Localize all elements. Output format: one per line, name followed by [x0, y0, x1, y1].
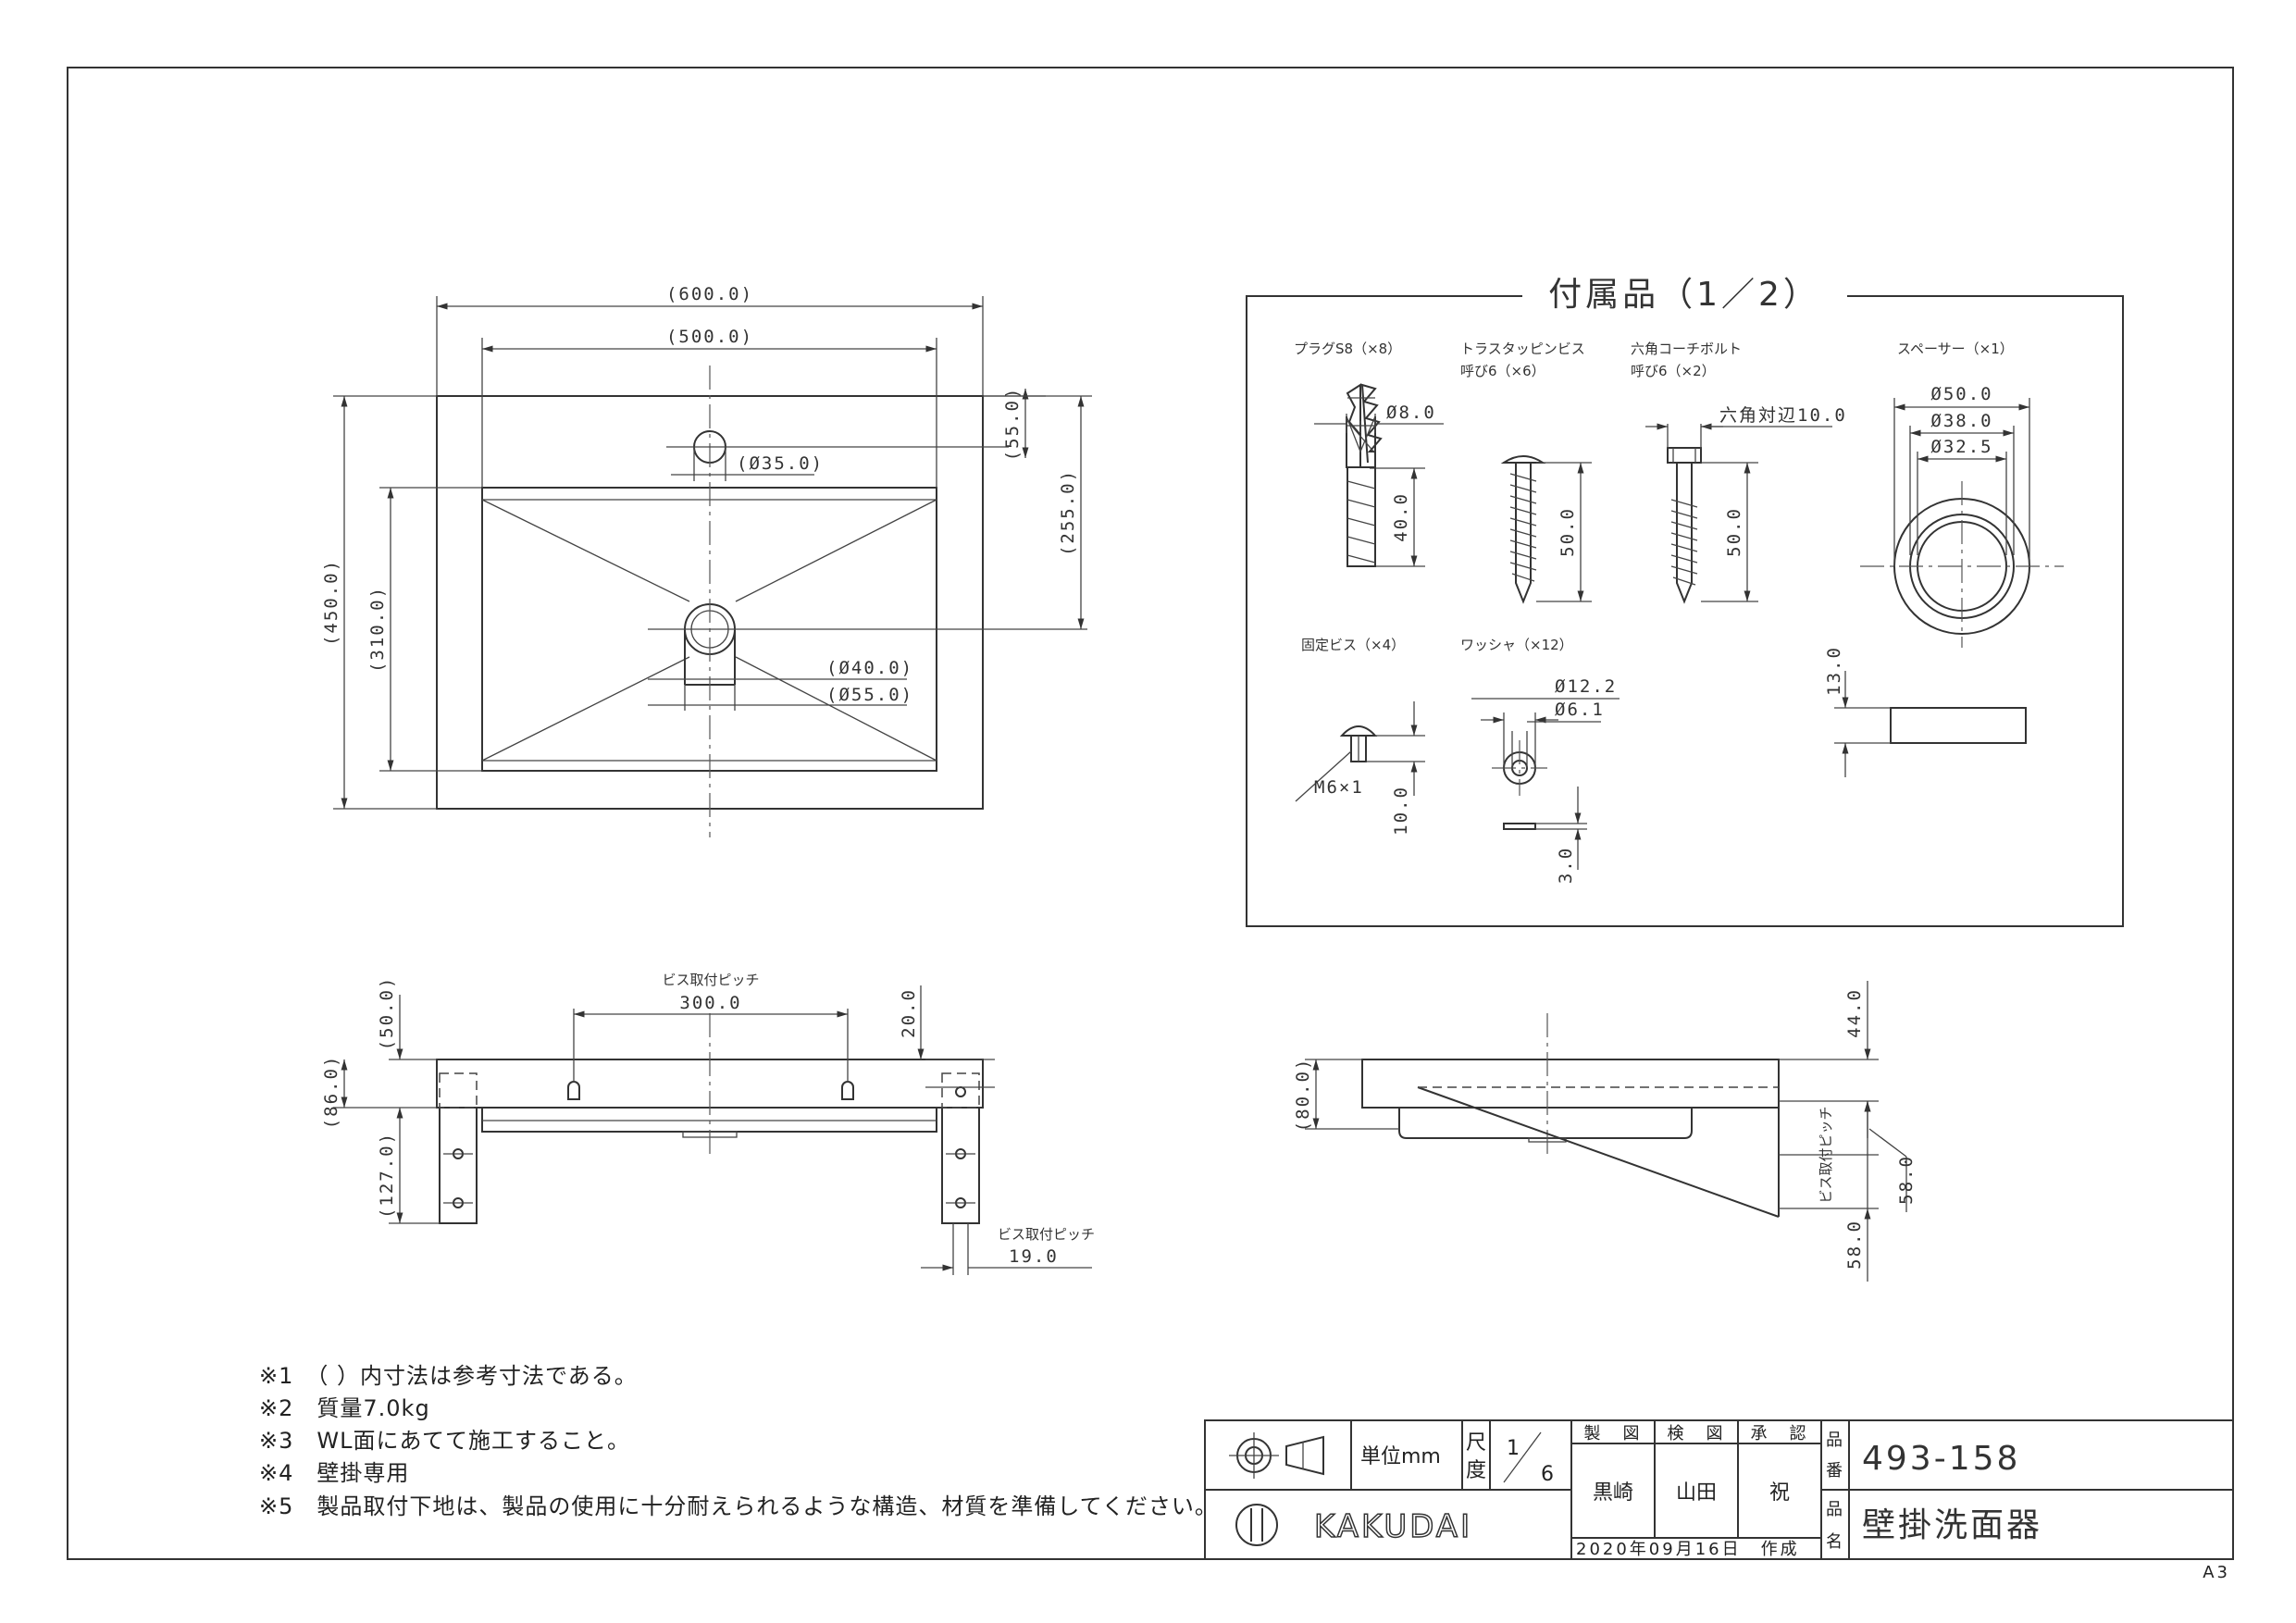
part-no-label-1: 品	[1826, 1431, 1845, 1450]
coach-bolt-head	[1667, 447, 1702, 464]
dim-width-600: (600.0)	[666, 284, 753, 304]
part-number: 493-158	[1862, 1440, 2020, 1478]
scale-label-1: 尺	[1466, 1431, 1486, 1455]
front-dim-127: (127.0)	[377, 1132, 397, 1219]
made-label: 製 図	[1584, 1424, 1643, 1443]
sheet-size: A3	[2203, 1563, 2230, 1582]
scale-den: 6	[1541, 1463, 1554, 1486]
front-dim-50: (50.0)	[377, 976, 397, 1051]
dim-faucet-offset: (55.0)	[1002, 387, 1023, 462]
spacer-side	[1890, 707, 2027, 744]
dim-height-310: (310.0)	[367, 586, 388, 673]
part-name-label-2: 名	[1826, 1532, 1845, 1552]
truss-screw-label-2: 呼び6（×6）	[1460, 363, 1545, 379]
note-1: ※1 （ ）内寸法は参考寸法である。	[259, 1363, 638, 1389]
fix-screw-drawing	[1339, 725, 1378, 737]
plug-dia-dim: Ø8.0	[1386, 403, 1436, 423]
bracket-left	[439, 1107, 478, 1224]
side-dim-44: 44.0	[1844, 988, 1865, 1038]
dim-drain-offset: (255.0)	[1058, 469, 1078, 556]
front-dim-20: 20.0	[899, 988, 919, 1038]
dim-drain-dia-40: (Ø40.0)	[826, 658, 913, 678]
company-name: KAKUDAI	[1314, 1508, 1472, 1545]
scale-label-2: 度	[1466, 1459, 1486, 1482]
truss-screw-label-1: トラスタッピンビス	[1460, 341, 1585, 357]
bracket-right	[941, 1107, 980, 1224]
note-3: ※3 WL面にあてて施工すること。	[259, 1428, 630, 1454]
accessories-title: 付属品（1／2）	[1548, 276, 1820, 314]
side-bracket-line	[1417, 1086, 1780, 1218]
part-name-label-1: 品	[1826, 1500, 1845, 1519]
part-name: 壁掛洗面器	[1862, 1506, 2042, 1544]
front-pitch-dim: 300.0	[679, 993, 741, 1013]
washer-dia-6: Ø6.1	[1555, 700, 1605, 720]
dim-width-500: (500.0)	[666, 327, 753, 347]
fix-screw-len-dim: 10.0	[1391, 786, 1411, 836]
dim-faucet-hole-dia: (Ø35.0)	[737, 453, 824, 474]
front-pitch2-dim: 19.0	[1009, 1246, 1059, 1267]
part-no-label-2: 番	[1826, 1461, 1845, 1481]
washer-thick-dim: 3.0	[1556, 847, 1576, 884]
coach-bolt-len-dim: 50.0	[1724, 507, 1744, 557]
side-dim-58b: 58.0	[1844, 1220, 1865, 1270]
washer-dia-12: Ø12.2	[1555, 676, 1617, 697]
washer-label: ワッシャ（×12）	[1460, 637, 1573, 653]
coach-bolt-label-1: 六角コーチボルト	[1631, 341, 1742, 357]
title-block: 単位mm 尺 度 1 6 製 図 検 図 承 認 黒崎 山田 祝 2020年09…	[1204, 1419, 2234, 1582]
note-5: ※5 製品取付下地は、製品の使用に十分耐えられるような構造、材質を準備してくださ…	[259, 1493, 1218, 1519]
made-by: 黒崎	[1593, 1481, 1633, 1505]
plug-label: プラグS8（×8）	[1294, 341, 1401, 357]
top-view: (600.0) (500.0) (450.0) (310.0) (55.0) (…	[321, 284, 1092, 837]
checked-by: 山田	[1676, 1481, 1717, 1505]
unit-label: 単位mm	[1360, 1445, 1441, 1468]
spacer-dia-32: Ø32.5	[1930, 437, 1992, 457]
note-2: ※2 質量7.0kg	[259, 1395, 430, 1421]
spacer-height-dim: 13.0	[1824, 646, 1844, 696]
spacer-label: スペーサー（×1）	[1897, 341, 2014, 357]
approve-label: 承 認	[1751, 1424, 1809, 1443]
front-pitch2-label: ビス取付ピッチ	[998, 1226, 1095, 1243]
scale-num: 1	[1507, 1437, 1520, 1460]
side-dim-58a: 58.0	[1896, 1155, 1917, 1205]
side-dim-80: (80.0)	[1293, 1058, 1313, 1133]
side-basin	[1361, 1059, 1780, 1109]
front-view: ビス取付ピッチ 300.0 (50.0) (86.0) (127.0) 20.0…	[321, 972, 1095, 1275]
washer-side	[1503, 823, 1536, 830]
note-4: ※4 壁掛専用	[259, 1460, 409, 1486]
front-pitch-label: ビス取付ピッチ	[662, 972, 759, 988]
plug-len-dim: 40.0	[1391, 492, 1411, 542]
accessories-panel: 付属品（1／2） プラグS8（×8） Ø8.0 40.0 トラスタッピンビス 呼…	[1246, 276, 2124, 927]
spacer-dia-38: Ø38.0	[1930, 411, 1992, 431]
approved-by: 祝	[1769, 1481, 1790, 1505]
truss-screw-drawing	[1500, 455, 1546, 464]
truss-screw-len-dim: 50.0	[1558, 507, 1578, 557]
check-label: 検 図	[1668, 1424, 1726, 1443]
company-logo: KAKUDAI	[1235, 1504, 1472, 1546]
sheet-border	[67, 67, 2234, 1560]
fix-screw-label: 固定ビス（×4）	[1301, 637, 1405, 653]
front-dim-86: (86.0)	[321, 1055, 341, 1130]
fix-screw-thread: M6×1	[1314, 777, 1364, 798]
notes: ※1 （ ）内寸法は参考寸法である。 ※2 質量7.0kg ※3 WL面にあてて…	[259, 1363, 1218, 1519]
dim-drain-dia-55: (Ø55.0)	[826, 685, 913, 705]
projection-symbol-icon	[1229, 1432, 1324, 1479]
side-pitch-label: ビス取付ピッチ	[1818, 1106, 1834, 1203]
side-view: (80.0) 44.0 ビス取付ピッチ 58.0 58.0	[1293, 981, 1917, 1282]
coach-bolt-label-2: 呼び6（×2）	[1631, 363, 1716, 379]
coach-bolt-hex-dim: 六角対辺10.0	[1719, 405, 1847, 426]
drawing-date: 2020年09月16日 作成	[1576, 1540, 1800, 1559]
spacer-dia-50: Ø50.0	[1930, 384, 1992, 404]
dim-height-450: (450.0)	[321, 559, 341, 646]
